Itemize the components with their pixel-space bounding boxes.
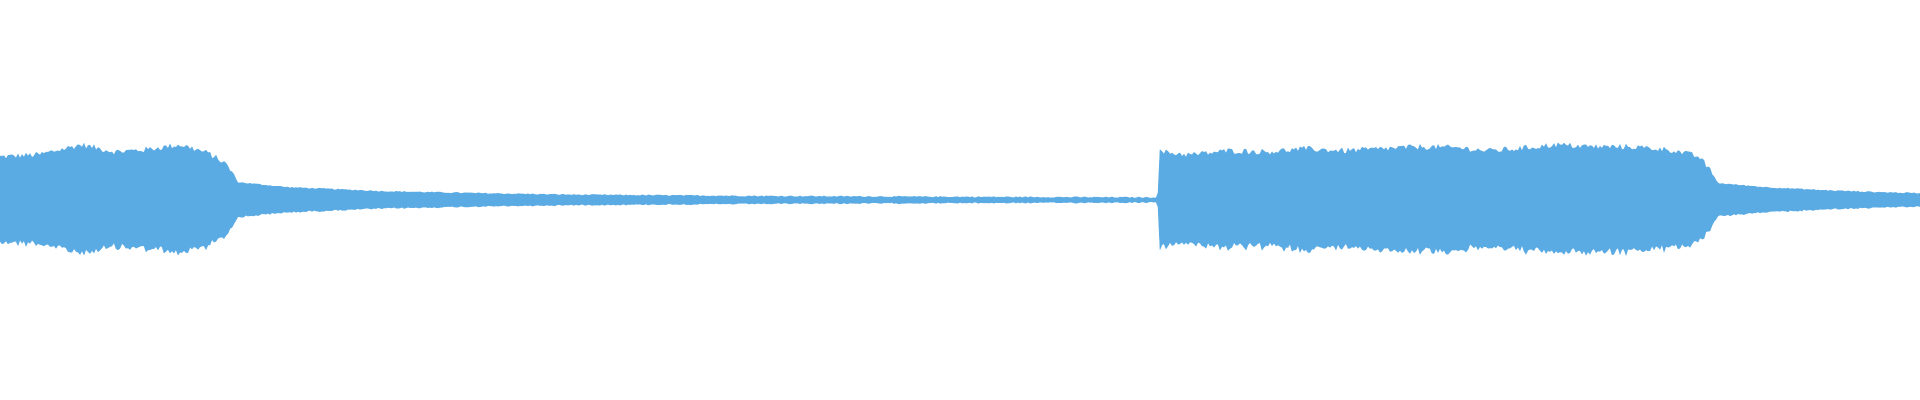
waveform-shape: [0, 142, 1920, 257]
